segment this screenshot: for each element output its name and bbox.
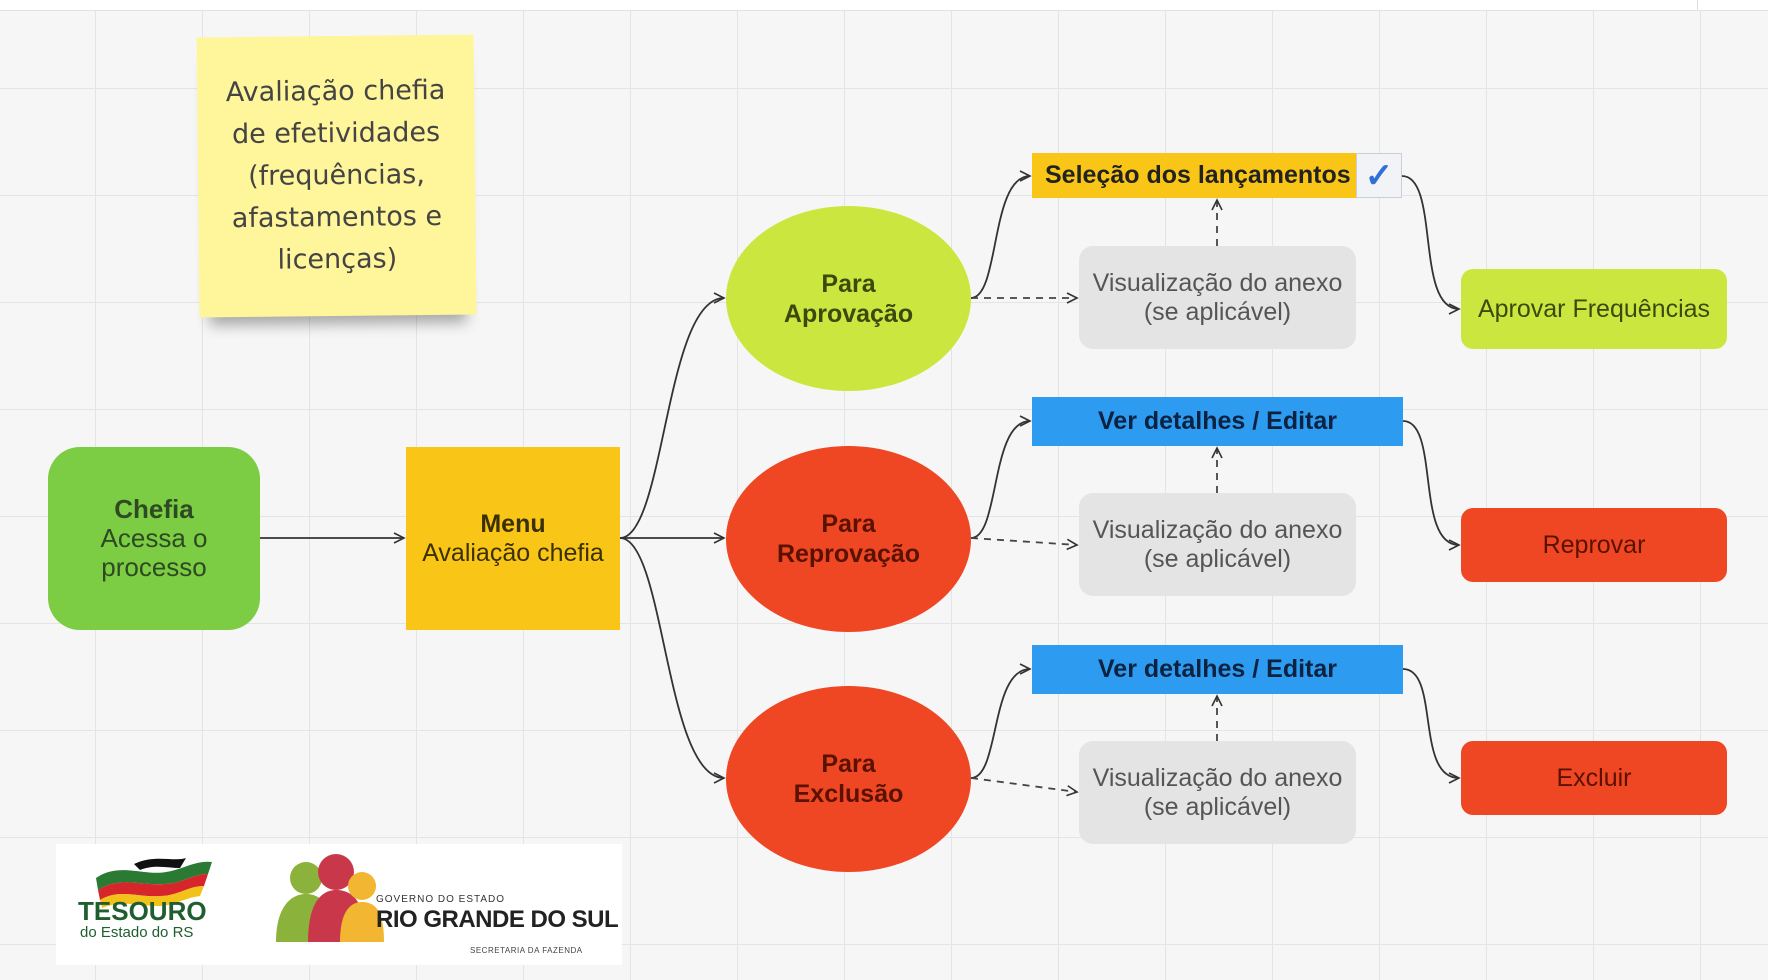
node-chefia[interactable]: Chefia Acessa o processo <box>48 447 260 630</box>
node-excluir[interactable]: Excluir <box>1461 741 1727 815</box>
node-label: Para <box>821 750 876 778</box>
node-label: Para <box>821 510 876 538</box>
logos-image[interactable]: TESOURO do Estado do RS GOVERNO DO ESTAD… <box>56 844 622 965</box>
edge-ver-reprovar <box>1402 420 1461 551</box>
edge-exclusao-ver <box>970 663 1032 779</box>
node-label: Para <box>821 269 876 298</box>
edge-reprovacao-ver <box>970 415 1032 539</box>
note-line: afastamentos e <box>231 200 443 235</box>
node-label: Visualização do anexo <box>1092 515 1343 544</box>
gov-secretaria: SECRETARIA DA FAZENDA <box>470 946 583 955</box>
edge-menu-exclusao <box>619 537 726 784</box>
node-selecao-lancamentos[interactable]: Seleção dos lançamentos <box>1032 153 1401 198</box>
node-menu-subtitle: Avaliação chefia <box>422 538 604 567</box>
node-para-exclusao[interactable]: Para Exclusão <box>726 686 971 872</box>
node-menu[interactable]: Menu Avaliação chefia <box>406 447 620 630</box>
node-para-reprovacao[interactable]: Para Reprovação <box>726 446 971 632</box>
checkmark-icon[interactable]: ✓ <box>1356 153 1402 198</box>
node-anexo-reprovacao[interactable]: Visualização do anexo (se aplicável) <box>1079 493 1356 596</box>
edge-reprovacao-anexo <box>970 537 1079 551</box>
node-menu-title: Menu <box>480 509 546 538</box>
note-line: de efetividades <box>231 116 441 151</box>
node-anexo-exclusao[interactable]: Visualização do anexo (se aplicável) <box>1079 741 1356 844</box>
sticky-note[interactable]: Avaliação chefia de efetividades (frequê… <box>196 34 477 318</box>
edge-exclusao-anexo <box>970 777 1079 797</box>
tesouro-subtitle: do Estado do RS <box>80 924 194 941</box>
node-anexo-aprovacao[interactable]: Visualização do anexo (se aplicável) <box>1079 246 1356 349</box>
node-chefia-line2: processo <box>101 552 207 582</box>
node-label: Reprovar <box>1542 530 1646 559</box>
node-label: Exclusão <box>793 780 904 808</box>
node-label: (se aplicável) <box>1143 297 1292 326</box>
note-line: (frequências, <box>247 159 425 192</box>
node-reprovar[interactable]: Reprovar <box>1461 508 1727 582</box>
edge-selecao-aprovar <box>1401 175 1461 315</box>
top-corner-panel <box>1697 0 1768 10</box>
rio-grande-do-sul-emblem-icon <box>276 854 384 942</box>
edge-aprovacao-selecao <box>970 170 1032 299</box>
note-line: Avaliação chefia <box>225 74 446 109</box>
node-label: Reprovação <box>776 540 921 568</box>
gov-label: GOVERNO DO ESTADO <box>376 894 506 905</box>
node-label: (se aplicável) <box>1143 792 1292 821</box>
node-label: Ver detalhes / Editar <box>1098 407 1337 435</box>
node-chefia-line1: Acessa o <box>100 523 208 553</box>
node-label: Seleção dos lançamentos <box>1045 161 1351 189</box>
tesouro-wordmark: TESOURO <box>78 896 207 926</box>
node-label: Visualização do anexo <box>1092 268 1343 297</box>
node-para-aprovacao[interactable]: Para Aprovação <box>726 206 971 391</box>
note-line: licenças) <box>277 243 398 276</box>
node-label: Aprovar Frequências <box>1477 294 1711 323</box>
node-label: Ver detalhes / Editar <box>1098 655 1337 683</box>
node-aprovar-frequencias[interactable]: Aprovar Frequências <box>1461 269 1727 349</box>
node-label: (se aplicável) <box>1143 544 1292 573</box>
node-label: Aprovação <box>783 299 914 328</box>
node-label: Visualização do anexo <box>1092 763 1343 792</box>
edge-menu-aprovacao <box>619 292 726 539</box>
node-label: Excluir <box>1556 763 1632 792</box>
node-ver-detalhes-reprovacao[interactable]: Ver detalhes / Editar <box>1032 397 1403 446</box>
edge-ver-excluir <box>1402 668 1461 784</box>
node-ver-detalhes-exclusao[interactable]: Ver detalhes / Editar <box>1032 645 1403 694</box>
node-chefia-title: Chefia <box>114 494 194 524</box>
gov-state-name: RIO GRANDE DO SUL <box>376 906 619 933</box>
top-toolbar-edge <box>0 0 1768 11</box>
tesouro-flag-icon <box>96 858 212 908</box>
